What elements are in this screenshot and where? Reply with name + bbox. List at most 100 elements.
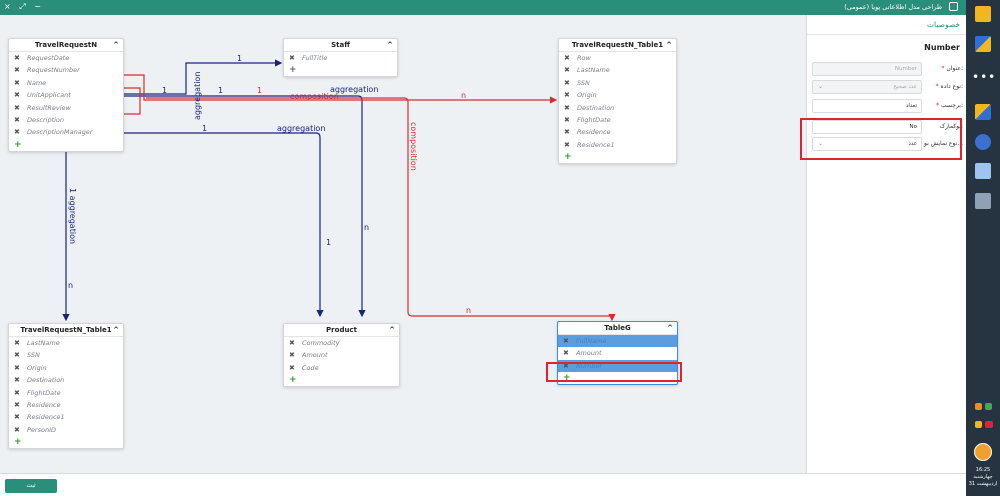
delete-icon[interactable]: ✖ xyxy=(14,78,20,87)
entity-travelrequestn[interactable]: TravelRequestN^ ✖RequestDate ✖RequestNum… xyxy=(8,38,124,152)
title-input[interactable]: Number xyxy=(812,62,922,76)
field-row[interactable]: ✖SSN xyxy=(559,77,676,89)
field-row[interactable]: ✖UnitApplicant xyxy=(9,89,123,101)
more-icon[interactable]: ••• xyxy=(972,70,997,84)
label-n-tableg: n xyxy=(466,306,471,315)
field-row[interactable]: ✖FlightDate xyxy=(9,387,123,399)
avatar[interactable] xyxy=(974,443,992,461)
field-row[interactable]: ✖Commodity xyxy=(284,337,399,349)
delete-icon[interactable]: ✖ xyxy=(564,115,570,124)
app-icon xyxy=(949,2,958,11)
grid-icon[interactable] xyxy=(985,403,992,410)
add-field-button[interactable]: + xyxy=(289,375,297,386)
save-button[interactable]: ثبت xyxy=(5,479,57,493)
field-row[interactable]: ✖Residence xyxy=(559,126,676,138)
settings-icon[interactable] xyxy=(975,134,991,150)
chevron-up-icon[interactable]: ^ xyxy=(113,326,119,334)
field-row[interactable]: ✖FlightDate xyxy=(559,114,676,126)
field-row[interactable]: ✖Description xyxy=(9,114,123,126)
delete-icon[interactable]: ✖ xyxy=(564,78,570,87)
delete-icon[interactable]: ✖ xyxy=(564,91,570,100)
add-field-button[interactable]: + xyxy=(564,152,572,163)
delete-icon[interactable]: ✖ xyxy=(14,400,20,409)
entity-travelrequestn-table1-top[interactable]: TravelRequestN_Table1^ ✖Row ✖LastName ✖S… xyxy=(558,38,677,165)
field-row[interactable]: ✖DescriptionManager xyxy=(9,126,123,138)
field-row[interactable]: ✖RequestDate xyxy=(9,52,123,64)
field-row[interactable]: ✖FullTitle xyxy=(284,52,397,64)
entity-tableg[interactable]: TableG^ ✖FullName ✖Amount ✖Number + xyxy=(557,321,678,386)
field-row[interactable]: ✖Destination xyxy=(559,102,676,114)
field-row[interactable]: ✖Amount xyxy=(558,347,677,359)
delete-icon[interactable]: ✖ xyxy=(14,351,20,360)
module-icon[interactable] xyxy=(975,104,991,120)
add-field-button[interactable]: + xyxy=(14,437,22,448)
logo-icon[interactable] xyxy=(975,6,991,22)
delete-icon[interactable]: ✖ xyxy=(564,103,570,112)
delete-icon[interactable]: ✖ xyxy=(564,128,570,137)
delete-icon[interactable]: ✖ xyxy=(564,66,570,75)
delete-icon[interactable]: ✖ xyxy=(563,361,569,370)
delete-icon[interactable]: ✖ xyxy=(564,140,570,149)
message-icon[interactable] xyxy=(975,421,982,428)
delete-icon[interactable]: ✖ xyxy=(563,337,569,345)
field-row[interactable]: ✖Residence1 xyxy=(9,411,123,423)
field-row[interactable]: ✖ResultReview xyxy=(9,102,123,114)
delete-icon[interactable]: ✖ xyxy=(289,54,295,62)
add-field-button[interactable]: + xyxy=(14,139,22,150)
delete-icon[interactable]: ✖ xyxy=(14,91,20,100)
display-type-select[interactable]: ⌄عدد xyxy=(812,137,922,151)
field-row[interactable]: ✖Residence xyxy=(9,399,123,411)
delete-icon[interactable]: ✖ xyxy=(14,54,20,62)
delete-icon[interactable]: ✖ xyxy=(563,349,569,358)
entity-travelrequestn-table1-bottom[interactable]: TravelRequestN_Table1^ ✖LastName ✖SSN ✖O… xyxy=(8,323,124,450)
delete-icon[interactable]: ✖ xyxy=(289,339,295,347)
delete-icon[interactable]: ✖ xyxy=(14,103,20,112)
link-aggregation-product-mid xyxy=(124,132,324,318)
chevron-up-icon[interactable]: ^ xyxy=(667,324,673,332)
entity-product[interactable]: Product^ ✖Commodity ✖Amount ✖Code + xyxy=(283,323,400,388)
add-field-button[interactable]: + xyxy=(289,65,297,76)
delete-icon[interactable]: ✖ xyxy=(564,54,570,62)
label-input[interactable]: تعداد xyxy=(812,99,922,113)
delete-icon[interactable]: ✖ xyxy=(14,413,20,422)
delete-icon[interactable]: ✖ xyxy=(14,376,20,385)
delete-icon[interactable]: ✖ xyxy=(14,128,20,137)
delete-icon[interactable]: ✖ xyxy=(14,425,20,434)
field-row[interactable]: ✖Row xyxy=(559,52,676,64)
delete-icon[interactable]: ✖ xyxy=(14,339,20,347)
panel-title: خصوصیات xyxy=(807,15,966,35)
field-row[interactable]: ✖Origin xyxy=(9,362,123,374)
delete-icon[interactable]: ✖ xyxy=(289,363,295,372)
delete-icon[interactable]: ✖ xyxy=(289,351,295,360)
field-row[interactable]: ✖Name xyxy=(9,77,123,89)
document-icon[interactable] xyxy=(975,163,991,179)
bookmark-input[interactable]: No xyxy=(812,120,922,134)
entity-staff[interactable]: Staff^ ✖FullTitle + xyxy=(283,38,398,78)
chevron-up-icon[interactable]: ^ xyxy=(389,326,395,334)
window-controls[interactable]: × ⤢ − xyxy=(4,2,44,11)
chevron-up-icon[interactable]: ^ xyxy=(666,41,672,49)
chevron-up-icon[interactable]: ^ xyxy=(113,41,119,49)
apps-icon[interactable] xyxy=(975,36,991,52)
field-row[interactable]: ✖Amount xyxy=(284,349,399,361)
field-row[interactable]: ✖LastName xyxy=(9,337,123,349)
delete-icon[interactable]: ✖ xyxy=(14,115,20,124)
field-row[interactable]: ✖Destination xyxy=(9,374,123,386)
field-row[interactable]: ✖Code xyxy=(284,362,399,374)
field-row[interactable]: ✖PersonID xyxy=(9,424,123,436)
chevron-up-icon[interactable]: ^ xyxy=(387,41,393,49)
notification-icon[interactable] xyxy=(985,421,993,428)
field-row[interactable]: ✖Origin xyxy=(559,89,676,101)
delete-icon[interactable]: ✖ xyxy=(14,66,20,75)
field-row[interactable]: ✖LastName xyxy=(559,64,676,76)
datatype-select[interactable]: ⌄عدد صحیح xyxy=(812,80,922,94)
delete-icon[interactable]: ✖ xyxy=(14,388,20,397)
field-row[interactable]: ✖Residence1 xyxy=(559,139,676,151)
form-designer-icon[interactable] xyxy=(975,193,991,209)
delete-icon[interactable]: ✖ xyxy=(14,363,20,372)
add-field-button[interactable]: + xyxy=(563,373,571,384)
field-row[interactable]: ✖RequestNumber xyxy=(9,64,123,76)
field-row-selected[interactable]: ✖FullName xyxy=(558,335,677,348)
field-row[interactable]: ✖SSN xyxy=(9,349,123,361)
alert-icon[interactable] xyxy=(975,403,982,410)
